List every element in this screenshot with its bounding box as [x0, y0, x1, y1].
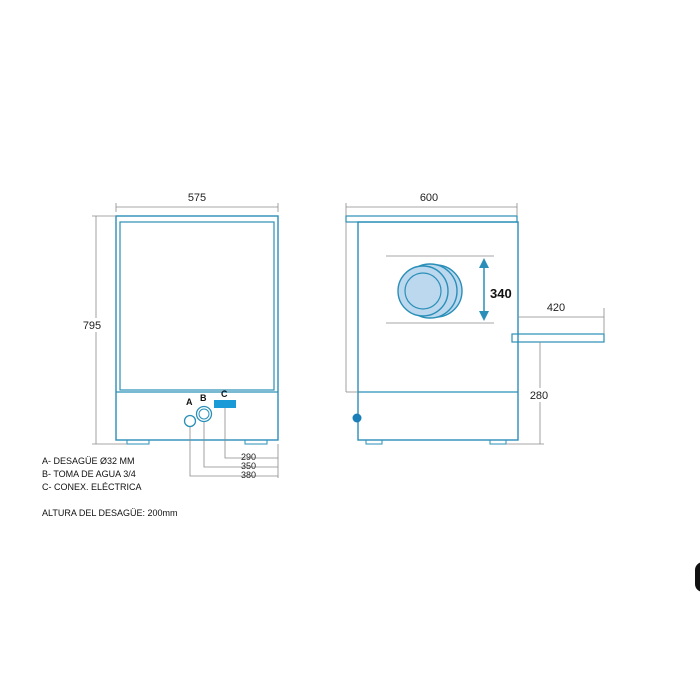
side-left-foot	[365, 439, 383, 445]
door-hinge-dot	[352, 413, 362, 423]
connection-legend: A- DESAGÜE Ø32 MM B- TOMA DE AGUA 3/4 C-…	[42, 455, 142, 494]
dim-350-label: 350	[241, 461, 256, 471]
leader-b	[203, 422, 278, 468]
front-left-foot	[126, 439, 150, 445]
label-c: C	[221, 389, 228, 399]
dim-290-label: 290	[241, 452, 256, 462]
drain-connection-a	[183, 414, 197, 428]
front-right-foot	[244, 439, 268, 445]
leader-c	[224, 408, 278, 459]
edge-decoration	[695, 562, 700, 592]
electric-connection-c	[214, 400, 236, 408]
side-right-foot	[489, 439, 507, 445]
side-view: 340 420 280 600	[345, 190, 605, 445]
door-open-label: 420	[547, 302, 565, 314]
plate-front-inner	[404, 272, 442, 310]
basket-height-label: 340	[490, 286, 512, 301]
front-width-label: 575	[188, 192, 206, 204]
basket-arrow-head-down	[479, 311, 489, 321]
water-connection-b-inner	[198, 408, 210, 420]
side-top-plate	[345, 215, 518, 223]
legend-item-water: B- TOMA DE AGUA 3/4	[42, 469, 136, 479]
label-a: A	[186, 397, 193, 407]
dim-380-label: 380	[241, 470, 256, 480]
legend-item-electric: C- CONEX. ELÉCTRICA	[42, 482, 142, 492]
side-body	[357, 221, 519, 441]
door-height-label: 280	[530, 390, 548, 402]
water-connection-b-outer	[195, 405, 213, 423]
front-door-panel	[119, 221, 275, 391]
label-b: B	[200, 393, 207, 403]
leader-a	[189, 427, 278, 477]
open-door	[511, 333, 605, 343]
basket-arrow-head-up	[479, 258, 489, 268]
drain-height-note: ALTURA DEL DESAGÜE: 200mm	[42, 508, 178, 518]
front-view: A B C 575 795 290 350 380	[76, 190, 279, 480]
front-outer-body	[115, 215, 279, 441]
side-depth-label: 600	[420, 192, 438, 204]
legend-item-drain: A- DESAGÜE Ø32 MM	[42, 456, 135, 466]
front-height-label: 795	[83, 320, 101, 332]
